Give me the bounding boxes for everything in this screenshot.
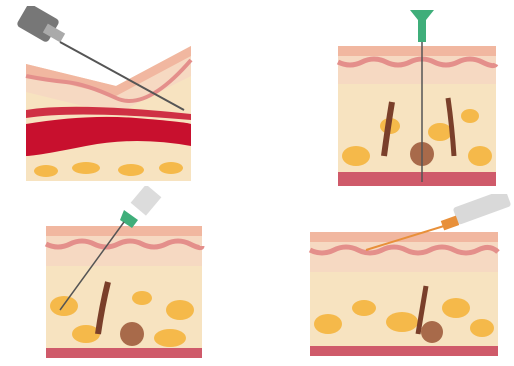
intramuscular-injection-panel: [330, 6, 502, 188]
skin-cross-section-sc: [40, 186, 208, 362]
epidermis-layer: [310, 232, 498, 242]
epidermis-layer: [338, 46, 496, 56]
subcutaneous-injection-panel: [40, 186, 208, 362]
muscle-layer: [46, 348, 202, 358]
sweat-gland: [421, 321, 443, 343]
sweat-gland: [120, 322, 144, 346]
skin-cross-section-id: [306, 194, 514, 360]
skin-cross-section-iv: [16, 6, 206, 186]
intravenous-injection-panel: [16, 6, 206, 186]
intradermal-injection-panel: [306, 194, 514, 360]
skin-cross-section-im: [330, 6, 502, 188]
muscle-layer: [310, 346, 498, 356]
epidermis-layer: [46, 226, 202, 236]
muscle-layer: [338, 172, 496, 186]
